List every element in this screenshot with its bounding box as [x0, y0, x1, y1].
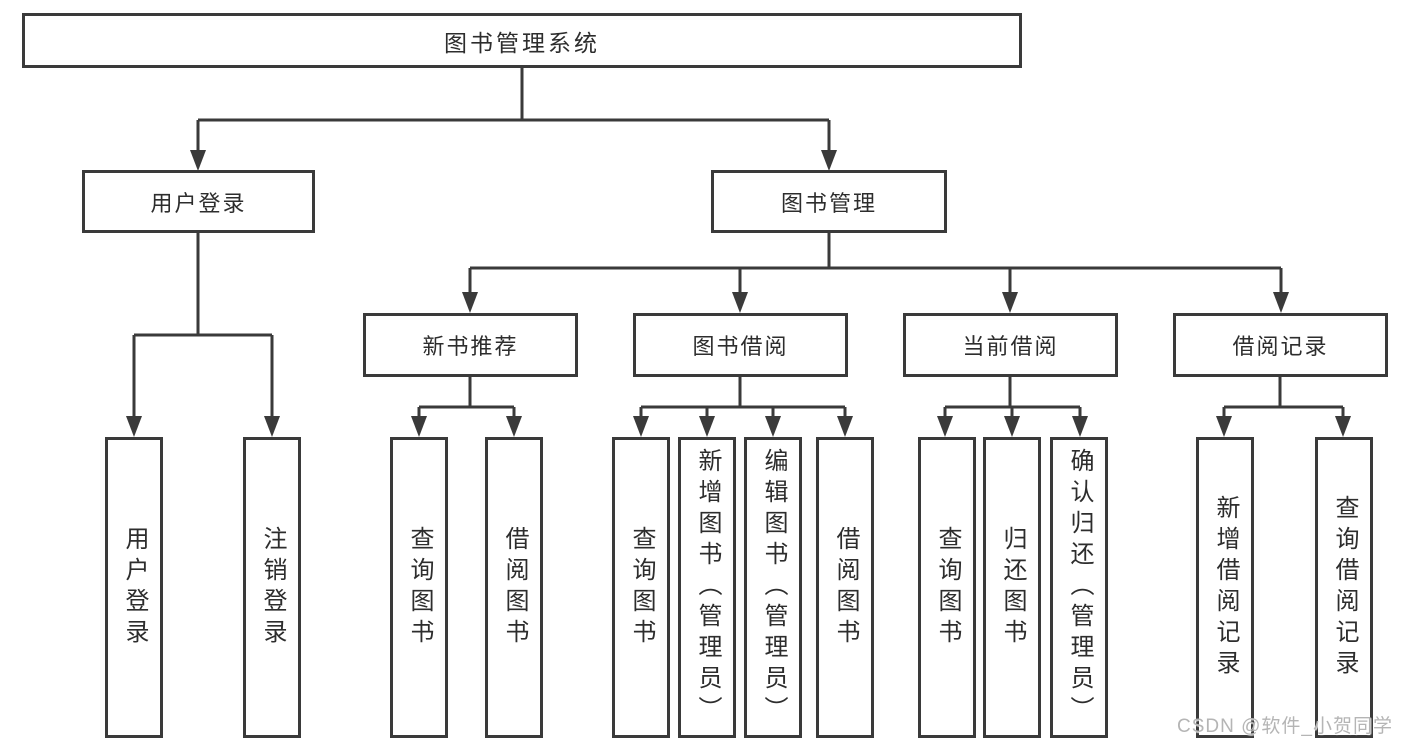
node-root-label: 图书管理系统: [444, 29, 600, 56]
leaf-add-record: 新增借阅记录: [1196, 437, 1254, 738]
node-user-login: 用户登录: [82, 170, 315, 233]
node-new-book-recommend: 新书推荐: [363, 313, 578, 377]
connector-borrow: [641, 377, 845, 409]
leaf-add-record-label: 新增借阅记录: [1212, 494, 1239, 681]
leaf-user-login-label: 用户登录: [121, 525, 148, 650]
leaf-return-book-label: 归还图书: [999, 525, 1026, 650]
node-current-borrow: 当前借阅: [903, 313, 1118, 377]
node-new-book-recommend-label: 新书推荐: [422, 334, 519, 359]
leaf-borrow-query: 查询图书: [612, 437, 670, 738]
watermark: CSDN @软件_小贺同学: [1177, 716, 1393, 737]
leaf-borrow-query-label: 查询图书: [628, 525, 655, 650]
node-root: 图书管理系统: [22, 13, 1022, 68]
node-book-borrow: 图书借阅: [633, 313, 848, 377]
connector-current: [945, 377, 1080, 409]
leaf-return-book: 归还图书: [983, 437, 1041, 738]
connector-borrow-drops: [639, 407, 847, 418]
node-book-borrow-label: 图书借阅: [692, 334, 789, 359]
leaf-confirm-return-admin-label: 确认归还（管理员）: [1066, 448, 1093, 727]
leaf-confirm-return-admin: 确认归还（管理员）: [1050, 437, 1108, 738]
connector-newbook-drops: [417, 407, 516, 418]
connector-book-drops: [468, 268, 1283, 294]
leaf-borrow-book: 借阅图书: [816, 437, 874, 738]
connector-records: [1224, 377, 1343, 409]
connector-records-drops: [1222, 407, 1345, 418]
leaf-borrow-edit-admin-label: 编辑图书（管理员）: [760, 448, 787, 727]
connector-user: [134, 233, 272, 337]
leaf-newbook-borrow: 借阅图书: [485, 437, 543, 738]
leaf-borrow-add-admin-label: 新增图书（管理员）: [694, 448, 721, 727]
leaf-query-record-label: 查询借阅记录: [1331, 494, 1358, 681]
node-book-management: 图书管理: [711, 170, 947, 233]
connector-user-drops: [132, 335, 274, 418]
leaf-current-query-label: 查询图书: [934, 525, 961, 650]
node-borrow-records: 借阅记录: [1173, 313, 1388, 377]
leaf-logout: 注销登录: [243, 437, 301, 738]
leaf-newbook-query-label: 查询图书: [406, 525, 433, 650]
connector-newbook: [419, 377, 514, 409]
leaf-borrow-add-admin: 新增图书（管理员）: [678, 437, 736, 738]
node-user-login-label: 用户登录: [150, 190, 247, 216]
connector-book: [470, 233, 1281, 270]
leaf-query-record: 查询借阅记录: [1315, 437, 1373, 738]
leaf-newbook-query: 查询图书: [390, 437, 448, 738]
leaf-current-query: 查询图书: [918, 437, 976, 738]
node-current-borrow-label: 当前借阅: [962, 334, 1059, 359]
node-borrow-records-label: 借阅记录: [1232, 334, 1329, 359]
node-book-management-label: 图书管理: [780, 190, 877, 216]
leaf-borrow-edit-admin: 编辑图书（管理员）: [744, 437, 802, 738]
leaf-borrow-book-label: 借阅图书: [832, 525, 859, 650]
leaf-logout-label: 注销登录: [259, 525, 286, 650]
arrowheads: [126, 150, 1351, 437]
connector-root: [198, 66, 829, 122]
leaf-user-login: 用户登录: [105, 437, 163, 738]
leaf-newbook-borrow-label: 借阅图书: [501, 525, 528, 650]
